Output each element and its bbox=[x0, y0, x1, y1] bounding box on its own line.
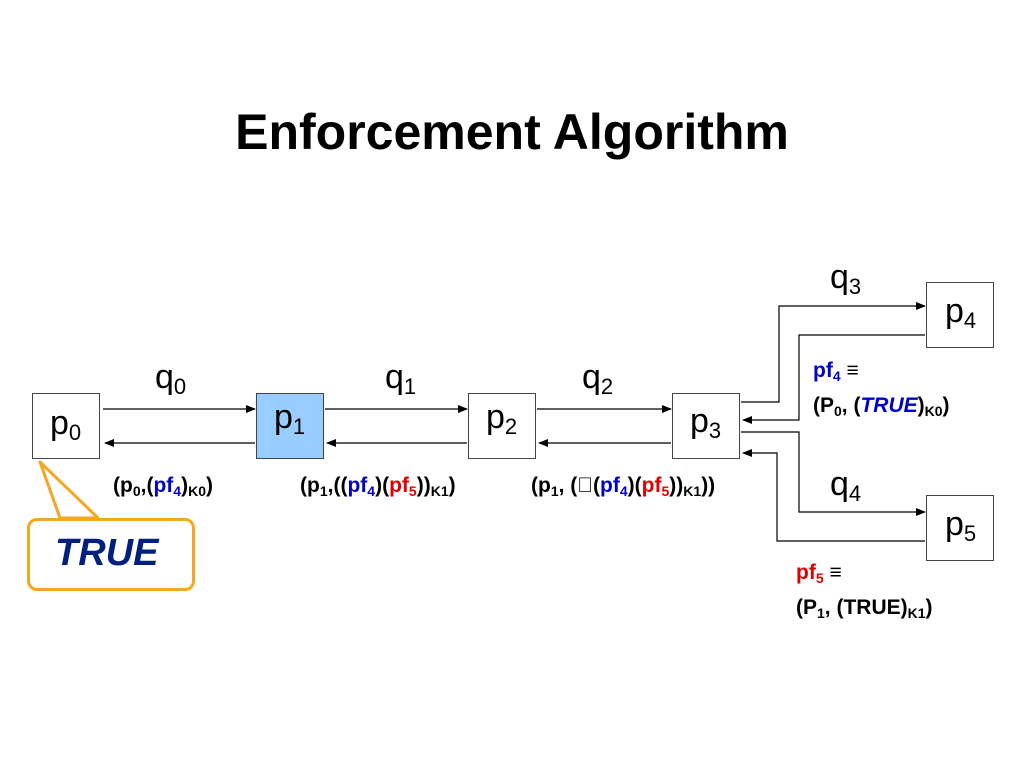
node-p1-label: p1 bbox=[274, 398, 306, 439]
arrow-p4-p3 bbox=[742, 334, 925, 424]
tuple-p1-reply: (p1,((pf4)(pf5))K1) bbox=[300, 474, 456, 499]
node-p5 bbox=[926, 495, 994, 561]
node-p4-label: p4 bbox=[945, 292, 977, 333]
node-p2-label: p2 bbox=[486, 398, 518, 439]
node-p3 bbox=[672, 393, 740, 459]
slide-title: Enforcement Algorithm bbox=[235, 104, 789, 160]
query-q3-label: q3 bbox=[830, 258, 862, 299]
query-q0-label: q0 bbox=[155, 358, 187, 399]
query-q4-label: q4 bbox=[830, 465, 862, 506]
query-q2-label: q2 bbox=[582, 358, 614, 399]
node-p0-label: p0 bbox=[50, 404, 82, 445]
arrow-p3-p5 bbox=[741, 431, 926, 516]
tuple-p2-reply: (p1, ( (pf4)(pf5))K1)) bbox=[531, 474, 716, 499]
pf4-definition: pf4 ≡ (P0, (TRUE)K0) bbox=[813, 359, 950, 419]
node-p2 bbox=[468, 393, 536, 459]
pf5-definition: pf5 ≡ (P1, (TRUE)K1) bbox=[796, 561, 933, 621]
arrow-p5-p3 bbox=[742, 449, 925, 542]
query-q1-label: q1 bbox=[385, 358, 417, 399]
true-callout-text: TRUE bbox=[55, 532, 159, 574]
tuple-p0-reply: (p0,(pf4)K0) bbox=[113, 474, 213, 499]
arrow-p3-p4 bbox=[741, 302, 926, 403]
node-p1 bbox=[256, 393, 324, 459]
node-p5-label: p5 bbox=[945, 505, 977, 546]
true-callout-box bbox=[27, 518, 195, 591]
callout-pointer bbox=[38, 460, 100, 520]
node-p4 bbox=[926, 282, 994, 348]
node-p3-label: p3 bbox=[690, 402, 722, 443]
node-p0 bbox=[32, 393, 100, 459]
